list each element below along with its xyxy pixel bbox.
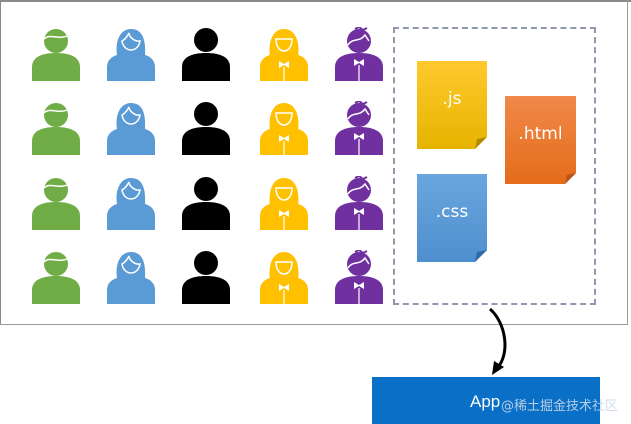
users-frame <box>0 0 628 325</box>
css-file-label: .css <box>435 202 469 222</box>
generic-person-user-icon <box>180 27 232 81</box>
woman-bowtie-user-icon <box>258 176 310 230</box>
woman-user-icon <box>105 176 157 230</box>
js-file-shape <box>417 61 487 149</box>
watermark: @稀土掘金技术社区 <box>501 399 619 414</box>
man-user-icon <box>30 176 82 230</box>
html-file: .html <box>505 96 576 184</box>
woman-user-icon <box>105 101 157 155</box>
app-box <box>372 377 600 424</box>
app-label: App <box>470 392 501 411</box>
frame-top-border <box>0 0 631 2</box>
generic-person-user-icon <box>180 101 232 155</box>
woman-bowtie-user-icon <box>258 27 310 81</box>
boy-bowtie-user-icon <box>333 174 385 230</box>
boy-bowtie-user-icon <box>333 25 385 81</box>
woman-user-icon <box>105 27 157 81</box>
boy-bowtie-user-icon <box>333 248 385 304</box>
woman-bowtie-user-icon <box>258 101 310 155</box>
boy-bowtie-user-icon <box>333 99 385 155</box>
html-file-label: .html <box>518 124 563 144</box>
woman-bowtie-user-icon <box>258 250 310 304</box>
woman-user-icon <box>105 250 157 304</box>
generic-person-user-icon <box>180 176 232 230</box>
man-user-icon <box>30 27 82 81</box>
bundle-arrow-icon <box>488 307 507 375</box>
html-file-shape <box>505 96 576 184</box>
generic-person-user-icon <box>180 250 232 304</box>
css-file: .css <box>417 174 487 262</box>
source-files-group <box>393 27 596 305</box>
man-user-icon <box>30 101 82 155</box>
man-user-icon <box>30 250 82 304</box>
css-file-shape <box>417 174 487 262</box>
js-file-label: .js <box>442 89 462 109</box>
js-file: .js <box>417 61 487 149</box>
